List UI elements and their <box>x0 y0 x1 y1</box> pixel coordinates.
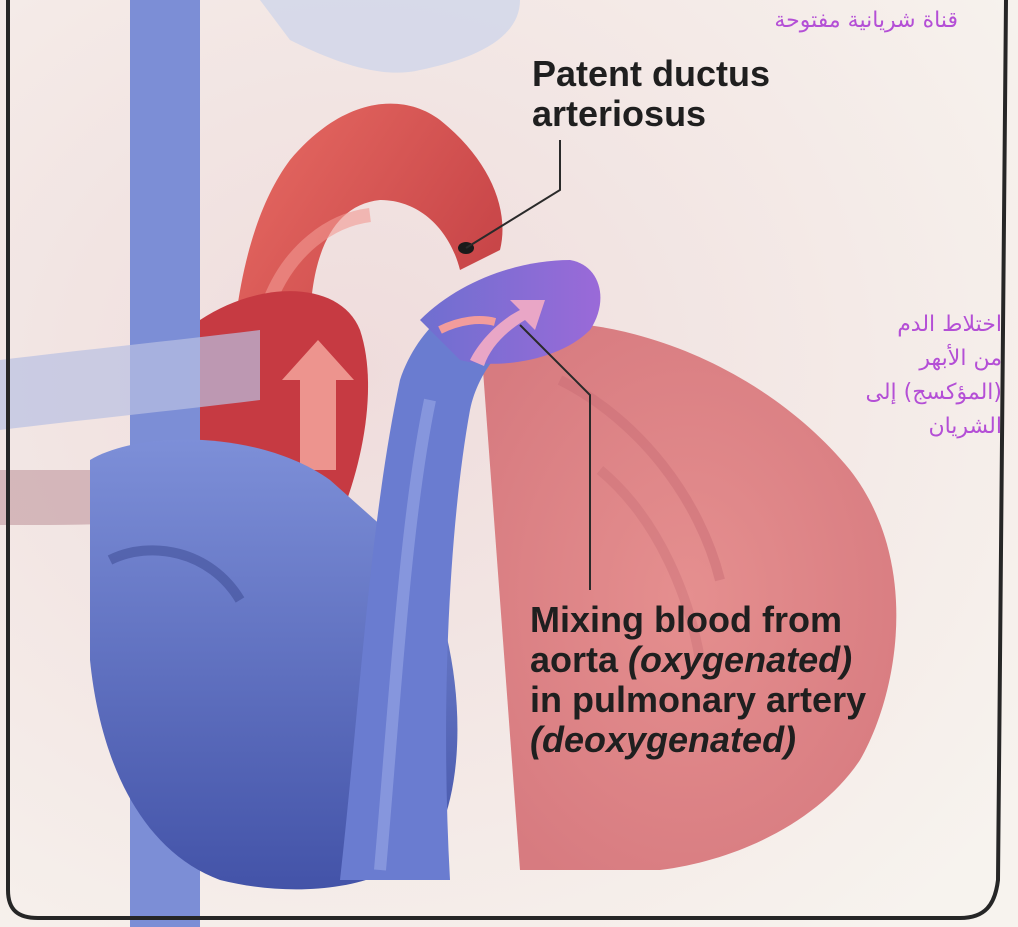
arabic-mixing-line-2: من الأبهر <box>865 342 1002 376</box>
mixing-label: Mixing blood from aorta (oxygenated) in … <box>530 600 866 760</box>
arabic-mixing-label: اختلاط الدم من الأبهر (المؤكسج) إلى الشر… <box>865 308 1002 444</box>
mixing-line-2-prefix: aorta <box>530 639 628 680</box>
mixing-line-4: (deoxygenated) <box>530 720 866 760</box>
arabic-mixing-line-4: الشريان <box>865 410 1002 444</box>
pda-label-line-2: arteriosus <box>532 94 770 134</box>
mixing-line-2-italic: (oxygenated) <box>628 639 852 680</box>
arabic-pda-label: قناة شريانية مفتوحة <box>774 4 958 38</box>
arabic-mixing-line-3: (المؤكسج) إلى <box>865 376 1002 410</box>
arabic-mixing-line-1: اختلاط الدم <box>865 308 1002 342</box>
pda-label-line-1: Patent ductus <box>532 54 770 94</box>
mixing-line-4-italic: (deoxygenated) <box>530 719 796 760</box>
pda-label: Patent ductus arteriosus <box>532 54 770 134</box>
mixing-line-2: aorta (oxygenated) <box>530 640 866 680</box>
mixing-line-3: in pulmonary artery <box>530 680 866 720</box>
mixing-line-1: Mixing blood from <box>530 600 866 640</box>
